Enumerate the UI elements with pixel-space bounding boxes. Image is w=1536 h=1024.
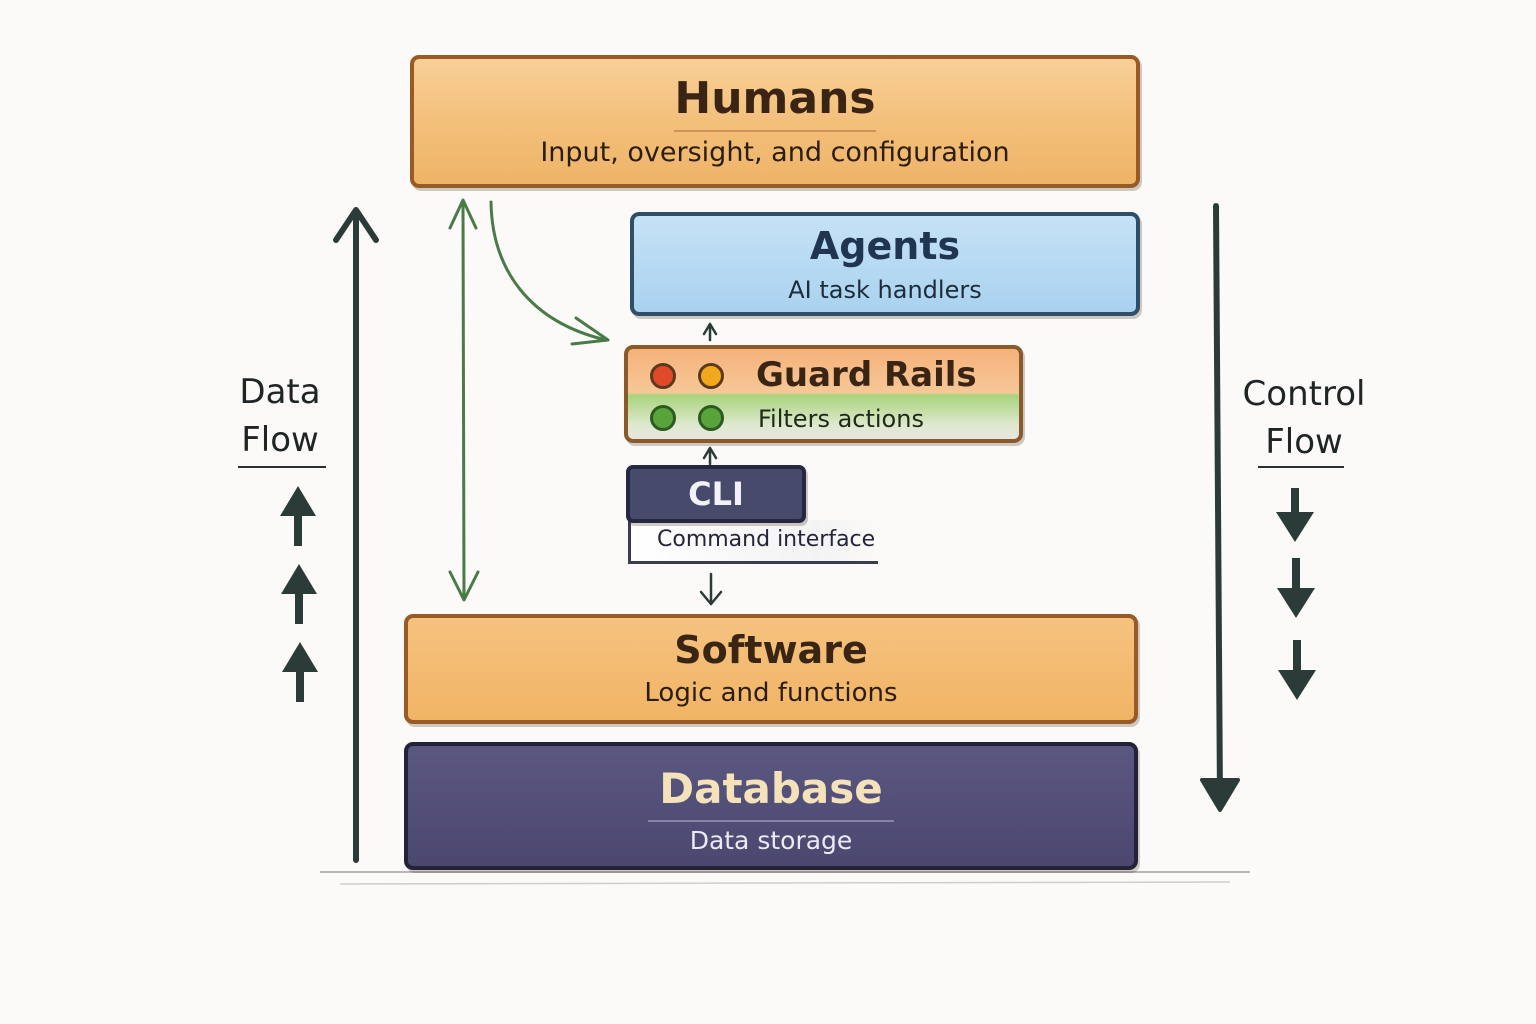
- traffic-light-icon: [698, 363, 724, 389]
- traffic-light-icon: [650, 363, 676, 389]
- data-flow-underline: [238, 466, 326, 468]
- ground-hatching: [320, 871, 1250, 885]
- guard-rails-subtitle: Filters actions: [758, 405, 924, 433]
- cli-guardrails-connector: [702, 446, 718, 466]
- guard-rails-layer: Guard Rails Filters actions: [624, 345, 1023, 443]
- database-subtitle: Data storage: [689, 826, 853, 855]
- down-arrow-icon: [1278, 640, 1316, 700]
- agents-title: Agents: [809, 224, 961, 268]
- database-divider: [648, 820, 894, 822]
- agents-layer: Agents AI task handlers: [630, 212, 1140, 316]
- control-flow-long-arrow: [1200, 203, 1240, 812]
- cli-software-connector: [699, 572, 723, 606]
- database-layer: Database Data storage: [404, 742, 1138, 870]
- cli-description-panel: Command interface: [628, 520, 878, 564]
- humans-layer: Humans Input, oversight, and configurati…: [410, 55, 1140, 188]
- database-title: Database: [659, 764, 883, 813]
- software-subtitle: Logic and functions: [644, 678, 898, 708]
- humans-software-double-arrow: [448, 198, 480, 602]
- cli-title: CLI: [688, 475, 744, 513]
- guardrails-agents-connector: [702, 322, 718, 342]
- control-flow-underline: [1258, 466, 1344, 468]
- data-flow-line2: Flow: [241, 420, 319, 460]
- up-arrow-icon: [282, 642, 318, 702]
- up-arrow-icon: [280, 486, 316, 546]
- software-title: Software: [674, 628, 868, 672]
- control-flow-line1: Control: [1242, 374, 1366, 414]
- traffic-light-icon: [698, 405, 724, 431]
- cli-layer: CLI: [626, 465, 806, 523]
- software-layer: Software Logic and functions: [404, 614, 1138, 724]
- humans-guardrails-curve-arrow: [489, 200, 610, 346]
- control-flow-label: Control Flow: [1232, 370, 1376, 466]
- down-arrow-icon: [1276, 488, 1314, 542]
- agents-subtitle: AI task handlers: [788, 276, 982, 304]
- control-flow-line2: Flow: [1265, 422, 1343, 462]
- guard-rails-title: Guard Rails: [756, 355, 977, 395]
- humans-title: Humans: [674, 73, 876, 124]
- data-flow-label: Data Flow: [222, 368, 338, 464]
- cli-subtitle: Command interface: [657, 527, 876, 552]
- traffic-light-icon: [650, 405, 676, 431]
- data-flow-long-arrow: [333, 207, 379, 863]
- up-arrow-icon: [281, 564, 317, 624]
- data-flow-line1: Data: [239, 372, 321, 412]
- humans-subtitle: Input, oversight, and configuration: [540, 137, 1010, 168]
- humans-divider: [674, 130, 876, 132]
- down-arrow-icon: [1277, 558, 1315, 618]
